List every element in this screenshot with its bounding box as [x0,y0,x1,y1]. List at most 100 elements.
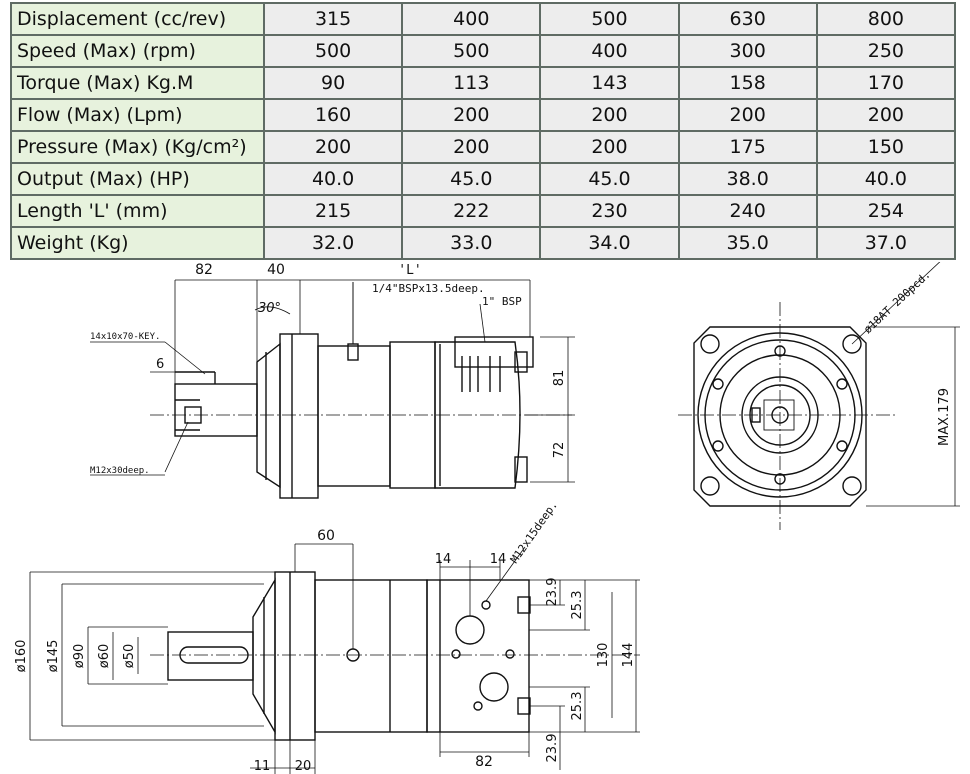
end-view [678,262,960,530]
row-label: Output (Max) (HP) [10,162,265,196]
bottom-body [314,579,428,733]
table-cell: 222 [401,194,542,228]
dim-144: 144 [621,643,636,668]
table-cell: 45.0 [539,162,680,196]
side-shaft [174,383,258,437]
row-label: Weight (Kg) [10,226,265,260]
bottom-view [29,543,640,774]
table-cell: 113 [401,66,542,100]
key-note: 14x10x70-KEY. [90,332,160,342]
dia-145: ø145 [46,640,61,673]
dia-90: ø90 [72,644,87,669]
thread-note-side: M12x30deep. [90,466,150,476]
table-cell: 500 [262,34,404,68]
row-label: Length 'L' (mm) [10,194,265,228]
thread-note-bottom: M12x15deep. [508,499,560,566]
table-cell: 90 [262,66,404,100]
table-cell: 160 [262,98,404,132]
table-cell: 250 [815,34,957,68]
dim-81: 81 [552,370,567,387]
side-port-block [454,336,534,368]
table-cell: 34.0 [539,226,680,260]
table-cell: 200 [815,98,957,132]
dim-length-l: 'L' [398,263,421,278]
table-cell: 200 [401,130,542,164]
dim-23-9-bottom: 23.9 [545,734,560,763]
table-cell: 500 [539,2,680,36]
row-label: Speed (Max) (rpm) [10,34,265,68]
table-cell: 215 [262,194,404,228]
dim-25-3-top: 25.3 [570,591,585,620]
dia-50: ø50 [122,644,137,669]
side-view-labels: 82 40 'L' 30° 1/4"BSPx13.5deep. 1" BSP 1… [90,262,567,476]
bottom-port-block [426,579,530,733]
table-cell: 200 [677,98,818,132]
bottom-flange [274,571,316,741]
table-cell: 32.0 [262,226,404,260]
dim-23-9-top: 23.9 [545,578,560,607]
port-note: 1/4"BSPx13.5deep. [372,282,485,295]
table-cell: 170 [815,66,957,100]
table-cell: 40.0 [262,162,404,196]
table-cell: 300 [677,34,818,68]
table-cell: 158 [677,66,818,100]
dim-11: 11 [254,759,271,774]
table-cell: 33.0 [401,226,542,260]
end-body-circle [697,332,863,498]
row-label: Flow (Max) (Lpm) [10,98,265,132]
side-hub [256,342,281,489]
table-cell: 630 [677,2,818,36]
dim-82-bottom: 82 [475,754,493,770]
dia-60: ø60 [97,644,112,669]
table-cell: 400 [539,34,680,68]
row-label: Pressure (Max) (Kg/cm²) [10,130,265,164]
end-flange-outline [693,326,867,507]
dim-20: 20 [295,759,312,774]
table-cell: 400 [401,2,542,36]
table-cell: 200 [539,98,680,132]
table-cell: 315 [262,2,404,36]
side-view [90,279,575,499]
table-cell: 200 [262,130,404,164]
table-cell: 254 [815,194,957,228]
table-cell: 45.0 [401,162,542,196]
end-view-labels: ø18AT 200pcd. MAX.179 [861,268,952,446]
side-body [317,345,391,487]
dim-6: 6 [156,357,164,372]
table-cell: 35.0 [677,226,818,260]
max-179-dim: MAX.179 [937,388,952,446]
technical-drawing: 82 40 'L' 30° 1/4"BSPx13.5deep. 1" BSP 1… [14,262,960,774]
table-cell: 230 [539,194,680,228]
table-cell: 200 [539,130,680,164]
angle-30: 30° [258,301,281,316]
dim-130: 130 [596,643,611,668]
row-label: Displacement (cc/rev) [10,2,265,36]
table-cell: 37.0 [815,226,957,260]
dim-14-a: 14 [435,552,452,567]
port-main-note: 1" BSP [482,295,522,308]
table-cell: 800 [815,2,957,36]
table-cell: 175 [677,130,818,164]
dia-160: ø160 [14,640,29,673]
table-cell: 200 [401,98,542,132]
row-label: Torque (Max) Kg.M [10,66,265,100]
dim-72: 72 [552,442,567,459]
table-cell: 38.0 [677,162,818,196]
dim-14-b: 14 [490,552,507,567]
table-cell: 143 [539,66,680,100]
table-cell: 150 [815,130,957,164]
bolt-note: ø18AT 200pcd. [861,268,933,336]
dim-82: 82 [195,262,213,278]
table-cell: 240 [677,194,818,228]
table-cell: 40.0 [815,162,957,196]
dim-60-top: 60 [317,528,335,544]
